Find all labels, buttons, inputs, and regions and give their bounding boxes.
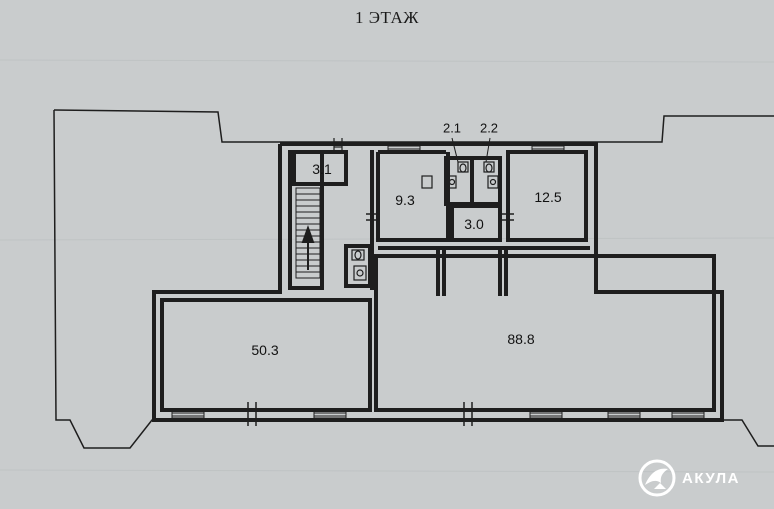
shark-logo-icon (638, 459, 676, 497)
window-top-1 (387, 145, 421, 153)
windows (171, 145, 705, 419)
window-bottom-5 (671, 409, 705, 419)
window-bottom-4 (607, 409, 641, 419)
room-label-12-5: 12.5 (534, 189, 562, 205)
toilet-icon-3 (351, 249, 367, 281)
door-marks (247, 213, 514, 426)
right-neighbour-outline (594, 115, 774, 143)
window-bottom-1 (171, 409, 205, 419)
room-label-3-1: 3.1 (312, 161, 332, 177)
brand-name: АКУЛА (682, 469, 740, 487)
room-label-9-3: 9.3 (395, 192, 415, 208)
room-label-3-0: 3.0 (464, 216, 484, 232)
room-label-2-1: 2.1 (442, 120, 462, 136)
room-label-88-8: 88.8 (507, 331, 535, 347)
room-label-2-2: 2.2 (479, 120, 499, 136)
toilet-icon-2 (483, 161, 495, 173)
leader-lines (451, 137, 491, 163)
ladder-icon (333, 138, 343, 152)
left-neighbour-outline (53, 109, 280, 143)
floor-title: 1 ЭТАЖ (354, 8, 420, 27)
brand-watermark: АКУЛА (638, 458, 768, 498)
building-walls (152, 142, 724, 422)
stair-direction-arrow-icon (301, 225, 315, 270)
window-bottom-3 (529, 409, 563, 419)
window-top-2 (531, 145, 565, 153)
toilet-icon-1 (457, 161, 469, 173)
sink-icon-2 (487, 175, 499, 189)
staircase (295, 187, 321, 279)
sink-icon-1 (447, 175, 457, 189)
room-label-50-3: 50.3 (251, 342, 279, 358)
sink-icon-3 (421, 175, 433, 189)
window-bottom-2 (313, 409, 347, 419)
